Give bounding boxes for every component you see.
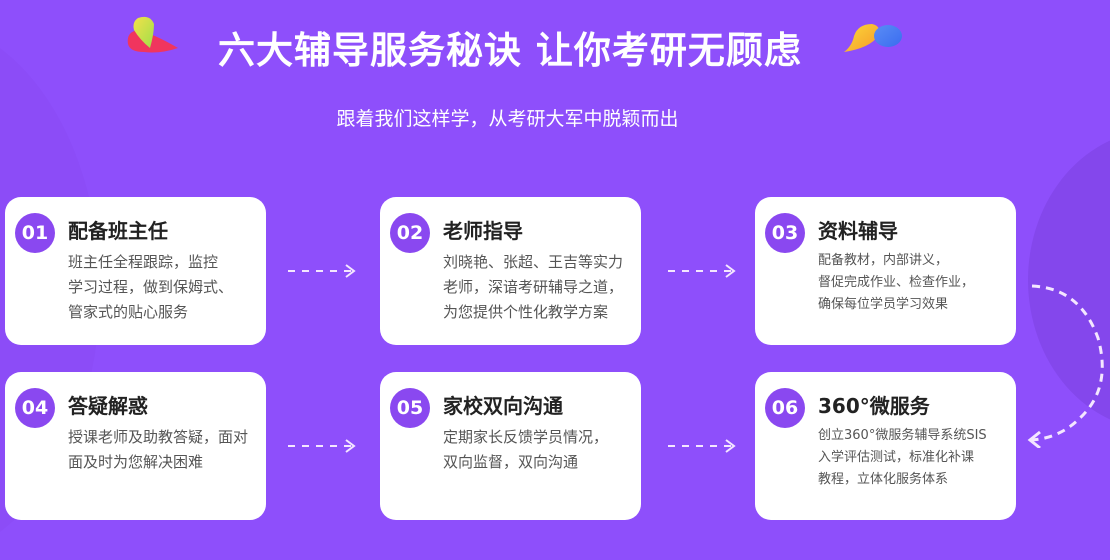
card-title: 配备班主任 — [68, 219, 168, 243]
card-description: 授课老师及助教答疑，面对面及时为您解决困难 — [68, 428, 249, 471]
service-card-3: 03 资料辅导 配备教材，内部讲义，督促完成作业、检查作业，确保每位学员学习效果 — [755, 197, 1016, 345]
service-card-2: 02 老师指导 刘晓艳、张超、王吉等实力老师，深谙考研辅导之道，为您提供个性化教… — [380, 197, 641, 345]
service-card-5: 05 家校双向沟通 定期家长反馈学员情况，双向监督，双向沟通 — [380, 372, 641, 520]
dashed-arrow-right-icon — [668, 264, 736, 278]
service-card-1: 01 配备班主任 班主任全程跟踪，监控学习过程，做到保姆式、管家式的贴心服务 — [5, 197, 266, 345]
subtitle: 跟着我们这样学，从考研大军中脱颖而出 — [336, 108, 679, 130]
card-description: 班主任全程跟踪，监控学习过程，做到保姆式、管家式的贴心服务 — [68, 253, 234, 321]
dashed-arrow-right-icon — [288, 264, 356, 278]
step-badge: 04 — [15, 388, 55, 428]
card-title: 360°微服务 — [818, 394, 930, 418]
card-title: 答疑解惑 — [68, 394, 148, 418]
card-title: 老师指导 — [443, 219, 523, 243]
card-description: 定期家长反馈学员情况，双向监督，双向沟通 — [443, 428, 609, 471]
ribbon-decoration-icon — [127, 16, 178, 53]
page-title: 六大辅导服务秘诀 让你考研无顾虑 — [218, 29, 802, 72]
card-description: 刘晓艳、张超、王吉等实力老师，深谙考研辅导之道，为您提供个性化教学方案 — [443, 253, 624, 321]
card-title: 资料辅导 — [818, 219, 898, 243]
dashed-curve-arrow-icon — [1027, 284, 1104, 448]
dashed-arrow-right-icon — [668, 439, 736, 453]
card-description: 配备教材，内部讲义，督促完成作业、检查作业，确保每位学员学习效果 — [818, 253, 975, 312]
step-badge: 01 — [15, 213, 55, 253]
dashed-arrow-right-icon — [288, 439, 356, 453]
service-card-4: 04 答疑解惑 授课老师及助教答疑，面对面及时为您解决困难 — [5, 372, 266, 520]
step-badge: 05 — [390, 388, 430, 428]
card-title: 家校双向沟通 — [443, 394, 563, 418]
cloud-decoration-icon — [844, 24, 902, 52]
step-badge: 02 — [390, 213, 430, 253]
step-badge: 06 — [765, 388, 805, 428]
step-badge: 03 — [765, 213, 805, 253]
